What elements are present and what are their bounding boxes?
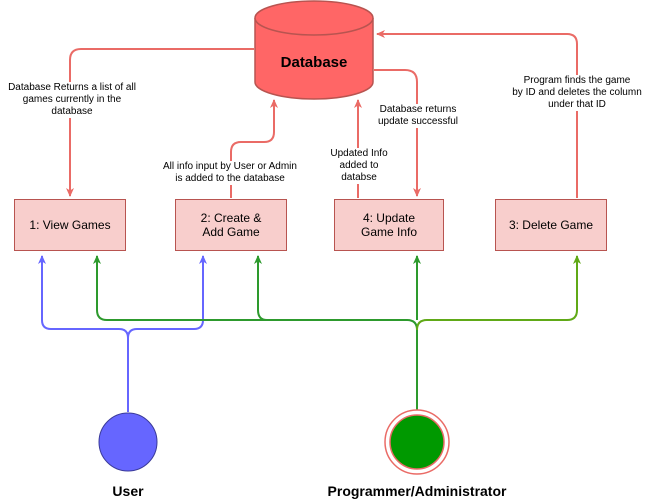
database-label: Database: [280, 54, 348, 71]
edge-label-finds-game: Program finds the game by ID and deletes…: [503, 75, 650, 111]
user-actor-icon[interactable]: [98, 412, 158, 472]
database-cylinder[interactable]: [254, 0, 374, 100]
user-label: User: [112, 483, 144, 499]
view-games-box[interactable]: 1: View Games: [14, 199, 126, 251]
admin-actor-icon[interactable]: [384, 409, 450, 475]
edge-label-info-input: All info input by User or Admin is added…: [150, 161, 310, 185]
edge-label-updated-info: Updated Info added to databse: [323, 148, 395, 184]
update-game-box[interactable]: 4: Update Game Info: [334, 199, 444, 251]
edge-delete-to-db: [376, 30, 578, 198]
create-game-box[interactable]: 2: Create & Add Game: [175, 199, 287, 251]
edge-create-to-db: [230, 99, 278, 198]
edge-label-update-success: Database returns update successful: [368, 104, 468, 128]
edge-db-to-view: [66, 48, 254, 197]
delete-game-box[interactable]: 3: Delete Game: [495, 199, 607, 251]
admin-label: Programmer/Administrator: [327, 483, 507, 499]
edge-user-to-view: [38, 255, 129, 412]
edge-label-returns-list: Database Returns a list of all games cur…: [0, 82, 144, 118]
edge-admin-to-view: [93, 255, 418, 410]
edge-db-to-update: [374, 69, 421, 197]
edge-user-to-create: [127, 255, 207, 339]
edge-admin-to-create: [254, 255, 268, 321]
edge-admin-to-delete: [416, 255, 581, 331]
